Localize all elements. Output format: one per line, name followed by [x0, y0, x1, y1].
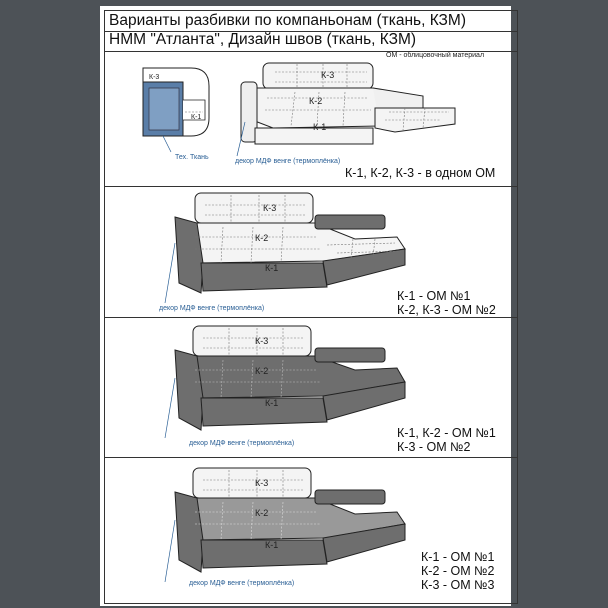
detail-closeup [142, 67, 210, 137]
section-3-drawing [164, 325, 406, 439]
legend-2-line-1: К-1 - ОМ №1 [397, 289, 471, 303]
legend-4-line-3: К-3 - ОМ №3 [421, 578, 495, 592]
part-k1-4: К-1 [265, 540, 279, 550]
part-k2-3: К-2 [255, 366, 269, 376]
title-line-2: НММ "Атланта", Дизайн швов (ткань, КЗМ) [104, 30, 518, 52]
legend-1-line-1: К-1, К-2, К-3 - в одном ОМ [345, 166, 496, 180]
title-line-1: Варианты разбивки по компаньонам (ткань,… [104, 10, 518, 32]
section-4: декор МДФ венге (термоплёнка) К-3 К-2 К-… [104, 458, 518, 604]
sofa-variant-3 [174, 325, 406, 431]
legend-4-line-1: К-1 - ОМ №1 [421, 550, 495, 564]
detail-k3-label: К-3 [149, 74, 160, 81]
part-k2-1: К-2 [309, 96, 323, 106]
part-k1-2: К-1 [265, 263, 279, 273]
part-k2-4: К-2 [255, 508, 269, 518]
decor-label-2: декор МДФ венге (термоплёнка) [159, 305, 265, 312]
part-k3-4: К-3 [255, 478, 269, 488]
section-2: декор МДФ венге (термоплёнка) К-3 К-2 К-… [104, 187, 518, 318]
part-k3-1: К-3 [321, 70, 335, 80]
section-4-drawing [164, 467, 406, 583]
part-k3-3: К-3 [255, 336, 269, 346]
decor-label-1: декор МДФ венге (термоплёнка) [235, 158, 341, 165]
section-1: К-3 К-1 Тех. Ткань декор МДФ венге (терм… [104, 52, 518, 187]
section-2-drawing [164, 192, 406, 304]
sofa-variant-2 [174, 192, 406, 294]
material-note: ОМ - облицовочный материал [386, 52, 485, 59]
decor-label-4: декор МДФ венге (термоплёнка) [189, 580, 295, 587]
section-1-drawing [142, 62, 456, 157]
sofa-variant-1 [240, 62, 456, 145]
fabric-label: Тех. Ткань [175, 154, 209, 161]
decor-label-3: декор МДФ венге (термоплёнка) [189, 440, 295, 447]
detail-k1-label: К-1 [191, 114, 202, 121]
part-k1-3: К-1 [265, 398, 279, 408]
legend-2-line-2: К-2, К-3 - ОМ №2 [397, 303, 496, 317]
sofa-variant-4 [174, 467, 406, 573]
part-k1-1: К-1 [313, 122, 327, 132]
section-3: декор МДФ венге (термоплёнка) К-3 К-2 К-… [104, 318, 518, 458]
legend-3-line-1: К-1, К-2 - ОМ №1 [397, 426, 496, 440]
part-k2-2: К-2 [255, 233, 269, 243]
part-k3-2: К-3 [263, 203, 277, 213]
legend-4-line-2: К-2 - ОМ №2 [421, 564, 495, 578]
legend-3-line-2: К-3 - ОМ №2 [397, 440, 471, 454]
